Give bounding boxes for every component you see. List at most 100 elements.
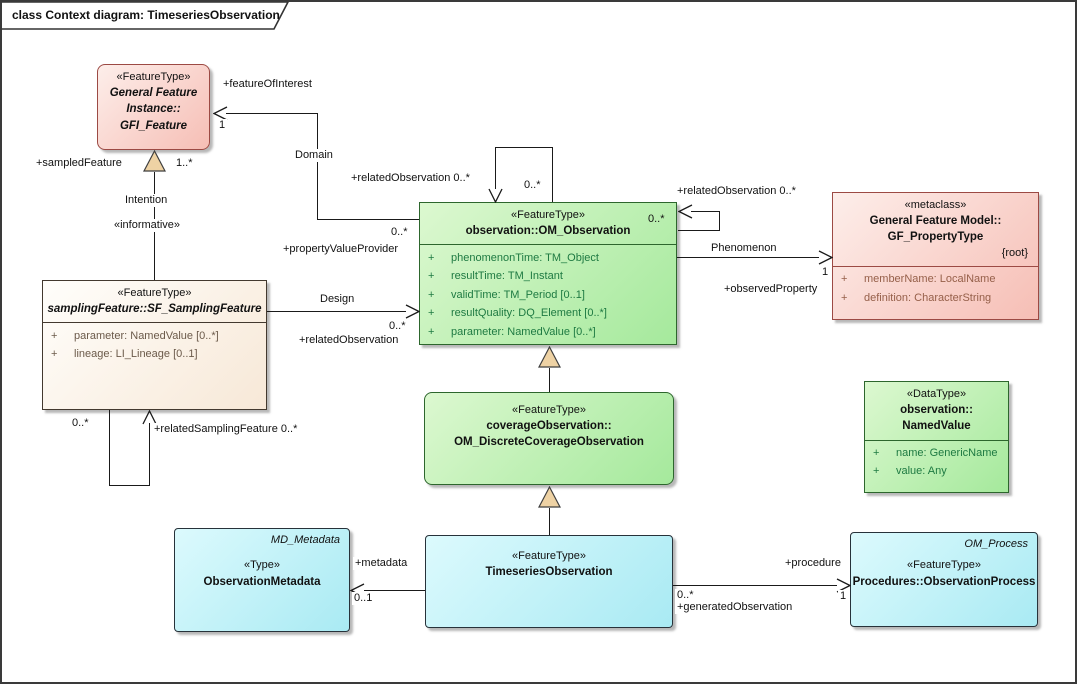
multiplicity-label: 0..* (389, 226, 410, 239)
class-box-gfi-feature[interactable]: «FeatureType» General Feature Instance::… (97, 64, 210, 150)
association-related-observation-right-segment[interactable] (691, 211, 720, 213)
class-name: General Feature (109, 87, 198, 100)
class-box-om-observation[interactable]: «FeatureType» observation::OM_Observatio… (419, 202, 677, 345)
role-label: +relatedSamplingFeature 0..* (152, 423, 300, 436)
attribute-visibility: + (841, 273, 848, 286)
multiplicity-label: 0..* (70, 417, 91, 430)
open-arrowhead-icon (836, 578, 852, 593)
attribute-compartment: + parameter: NamedValue [0..*] + lineage… (43, 323, 266, 364)
association-related-observation-right-segment[interactable] (678, 230, 720, 232)
generalization-arrowhead-icon (142, 149, 167, 172)
class-box-om-discrete-coverage-observation[interactable]: «FeatureType» coverageObservation:: OM_D… (424, 392, 674, 485)
association-related-observation-right-segment[interactable] (719, 211, 721, 231)
association-design-segment[interactable] (267, 311, 406, 313)
class-name: Instance:: (126, 103, 181, 116)
class-name: GFI_Feature (119, 119, 188, 132)
generalization-arrowhead-icon (537, 485, 562, 508)
multiplicity-label: 0..1 (352, 592, 375, 605)
association-phenomenon-segment[interactable] (677, 257, 819, 259)
attribute-row: + name: GenericName (865, 445, 1008, 463)
class-box-observation-process[interactable]: OM_Process «FeatureType» Procedures::Obs… (850, 532, 1038, 627)
open-arrowhead-icon (677, 204, 693, 219)
role-label: +relatedObservation 0..* (675, 185, 798, 198)
association-related-observation-top-segment[interactable] (495, 147, 497, 189)
attribute-text: phenomenonTime: TM_Object (451, 251, 599, 264)
parent-type-note: MD_Metadata (270, 534, 340, 546)
compartment-separator (43, 322, 266, 324)
stereotype-label: «FeatureType» (512, 404, 586, 416)
class-box-gf-property-type[interactable]: «metaclass» General Feature Model:: GF_P… (832, 192, 1039, 320)
attribute-visibility: + (51, 348, 58, 361)
association-related-observation-top-segment[interactable] (552, 147, 554, 202)
association-domain-segment[interactable] (226, 113, 318, 115)
class-name: OM_DiscreteCoverageObservation (454, 436, 644, 449)
association-related-sampling-feature-segment[interactable] (109, 485, 150, 487)
class-name: General Feature Model:: (869, 215, 1002, 228)
generalization-coverage-segment[interactable] (549, 368, 551, 392)
attribute-visibility: + (428, 307, 435, 320)
diagram-title: class Context diagram: TimeseriesObserva… (12, 8, 280, 22)
association-related-observation-top-segment[interactable] (495, 147, 553, 149)
role-label: +sampledFeature (34, 157, 124, 170)
attribute-visibility: + (873, 447, 880, 460)
attribute-row: + validTime: TM_Period [0..1] (420, 286, 676, 304)
association-metadata-segment[interactable] (364, 590, 425, 592)
class-name: observation:: (900, 404, 973, 417)
compartment-separator (833, 265, 1038, 267)
stereotype-label: «FeatureType» (511, 209, 585, 221)
attribute-text: resultQuality: DQ_Element [0..*] (451, 307, 607, 320)
attribute-row: + parameter: NamedValue [0..*] (43, 327, 266, 345)
class-box-named-value[interactable]: «DataType» observation:: NamedValue + na… (864, 381, 1009, 493)
attribute-visibility: + (873, 465, 880, 478)
role-label: +observedProperty (722, 283, 820, 296)
root-tag: {root} (1001, 246, 1028, 259)
attribute-text: resultTime: TM_Instant (451, 270, 563, 283)
role-label: +generatedObservation (675, 601, 795, 614)
association-name-label: Phenomenon (709, 242, 779, 255)
attribute-visibility: + (51, 329, 58, 342)
multiplicity-label: 1 (217, 119, 228, 132)
attribute-compartment: + memberName: LocalName + definition: Ch… (833, 267, 1038, 308)
class-name: observation::OM_Observation (465, 225, 631, 238)
association-name-label: Domain (293, 149, 335, 162)
attribute-visibility: + (428, 270, 435, 283)
attribute-row: + lineage: LI_Lineage [0..1] (43, 346, 266, 364)
stereotype-label: «FeatureType» (117, 287, 192, 299)
association-procedure-segment[interactable] (673, 585, 837, 587)
role-label: +metadata (353, 557, 410, 570)
association-domain-segment[interactable] (317, 219, 419, 221)
compartment-separator (420, 244, 676, 246)
class-box-observation-metadata[interactable]: MD_Metadata «Type» ObservationMetadata (174, 528, 350, 632)
association-domain-segment[interactable] (317, 113, 319, 220)
attribute-row: + parameter: NamedValue [0..*] (420, 323, 676, 341)
class-box-sf-sampling-feature[interactable]: «FeatureType» samplingFeature::SF_Sampli… (42, 280, 267, 410)
parent-type-note: OM_Process (964, 538, 1028, 550)
generalization-timeseries-segment[interactable] (549, 508, 551, 535)
class-box-timeseries-observation[interactable]: «FeatureType» TimeseriesObservation (425, 535, 673, 628)
attribute-row: + value: Any (865, 463, 1008, 481)
role-label: +propertyValueProvider (281, 243, 401, 256)
role-label: +relatedObservation (297, 334, 401, 347)
attribute-text: name: GenericName (896, 447, 998, 460)
association-related-sampling-feature-segment[interactable] (109, 410, 111, 486)
attribute-compartment: + name: GenericName + value: Any (865, 441, 1008, 482)
multiplicity-label: 0..* (387, 320, 408, 333)
attribute-visibility: + (428, 325, 435, 338)
role-label: +featureOfInterest (221, 78, 314, 91)
attribute-text: parameter: NamedValue [0..*] (74, 329, 219, 342)
association-related-sampling-feature-segment[interactable] (149, 423, 151, 485)
class-name: TimeseriesObservation (485, 566, 613, 579)
open-arrowhead-icon (488, 188, 503, 204)
attribute-text: definition: CharacterString (864, 291, 992, 304)
open-arrowhead-icon (212, 106, 228, 121)
open-arrowhead-icon (818, 250, 834, 265)
multiplicity-label: 1..* (174, 157, 195, 170)
attribute-visibility: + (428, 251, 435, 264)
attribute-row: + definition: CharacterString (833, 289, 1038, 307)
role-label: +procedure (783, 557, 843, 570)
association-name-label: Intention (123, 194, 170, 207)
attribute-row: + memberName: LocalName (833, 271, 1038, 289)
multiplicity-label: 0..* (675, 589, 696, 602)
association-name-label: Design (318, 293, 357, 306)
class-name: NamedValue (902, 420, 971, 433)
